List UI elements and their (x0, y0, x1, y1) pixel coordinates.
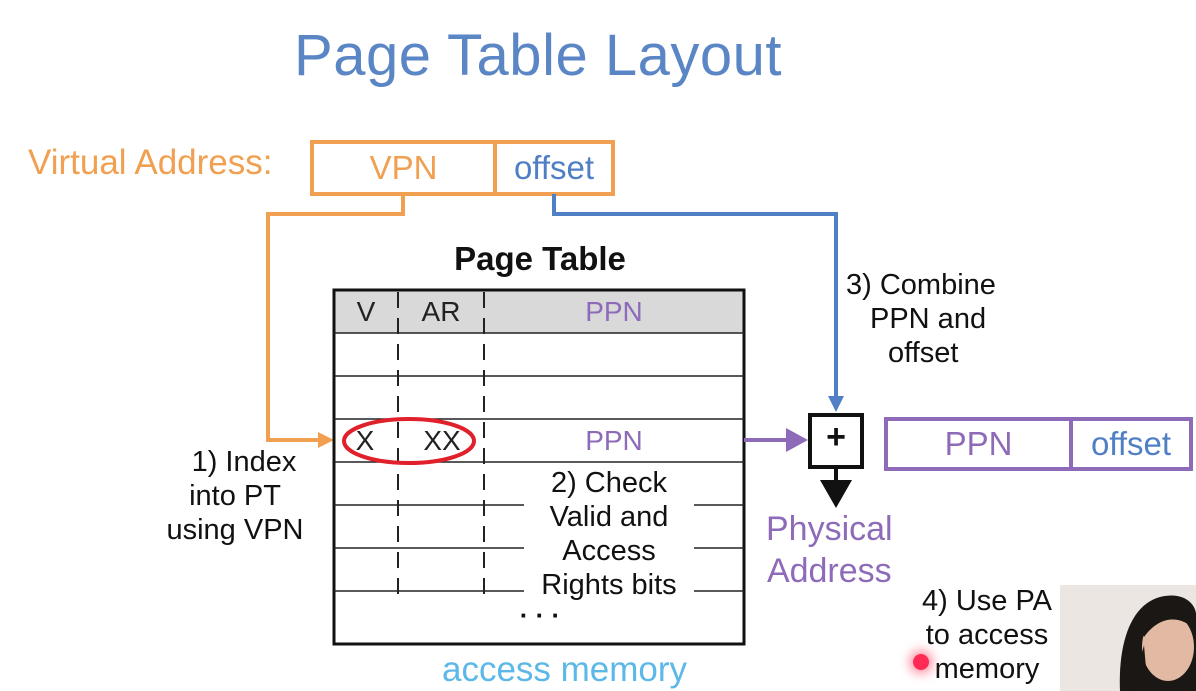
page-title: Page Table Layout (294, 23, 782, 88)
page-table-box (332, 288, 746, 646)
laser-pointer-dot (913, 654, 929, 670)
pa-offset-box (1069, 417, 1193, 471)
header-ar: AR (421, 296, 461, 327)
table-ellipsis: · · · (519, 600, 561, 630)
vpn-text: VPN (369, 149, 438, 186)
step2-text: 2) Check Valid and Access Rights bits (541, 467, 677, 601)
header-v: V (356, 296, 376, 327)
valid-access-highlight (342, 417, 476, 465)
down-arrow (820, 480, 852, 508)
header-ppn: PPN (585, 296, 643, 327)
offset-arrowhead (828, 396, 844, 412)
access-memory-caption: access memory (442, 650, 688, 689)
vpn-index-arrow (266, 194, 405, 442)
ppn-arrowhead (786, 428, 808, 452)
pa-ppn-text: PPN (944, 425, 1013, 462)
step3-text: 3) Combine PPN and offset (846, 269, 996, 369)
virtual-address-label: Virtual Address: (28, 143, 273, 182)
physical-address-label: Physical Address (766, 510, 893, 590)
va-offset-text: offset (513, 149, 595, 186)
row-ppn: PPN (585, 425, 643, 456)
page-table-title: Page Table (454, 240, 626, 277)
step4-text: 4) Use PA to access memory (921, 585, 1052, 685)
step1-text: 1) Index into PT using VPN (166, 446, 304, 546)
row-valid-bit: X (355, 425, 375, 456)
adder-plus: + (826, 418, 846, 456)
webcam-presenter-icon (1060, 585, 1196, 691)
page-table-header (335, 291, 743, 333)
row-access-bits: XX (423, 425, 461, 456)
pa-offset-text: offset (1090, 425, 1172, 462)
offset-arrow (552, 194, 838, 398)
vpn-arrowhead (318, 432, 334, 448)
